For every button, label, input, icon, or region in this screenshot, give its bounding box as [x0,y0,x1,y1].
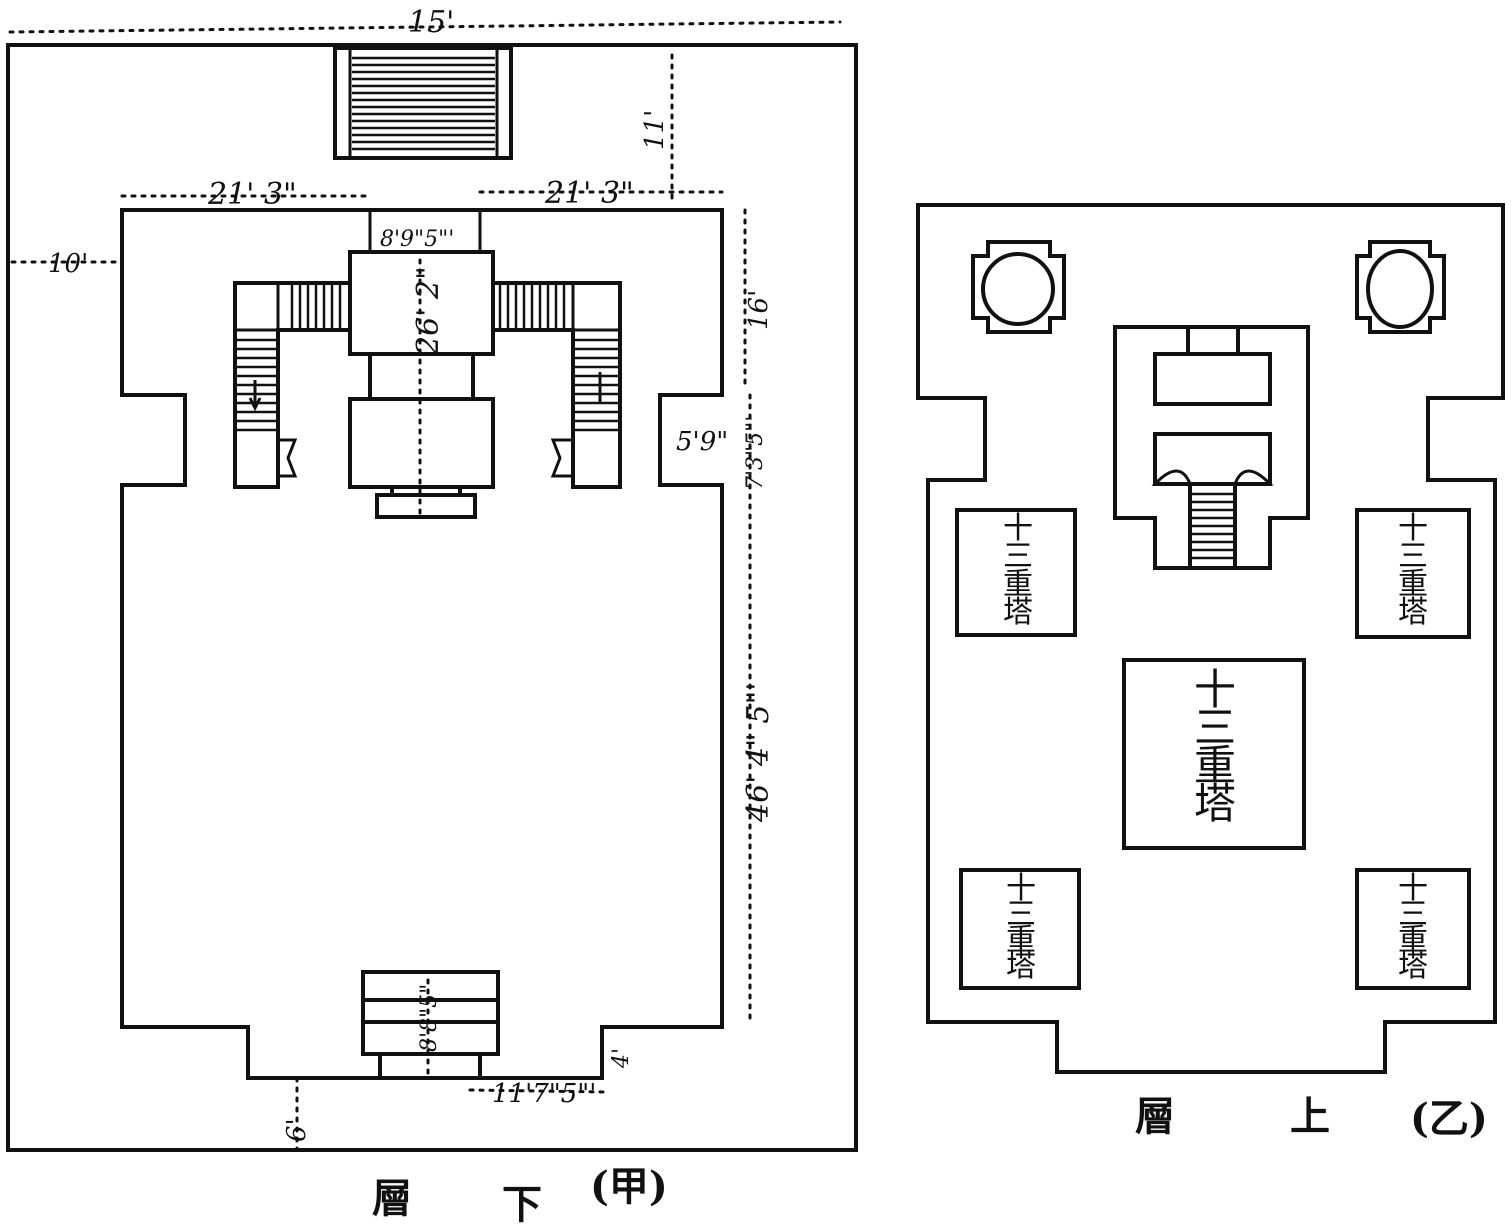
pagoda-char: 十 [1006,871,1036,906]
dim-top-width: 15' [408,5,454,40]
upper-central-shrine [1113,325,1310,570]
pagoda-box-bottom-left: 十 三 重 塔 [959,868,1081,990]
dim-bottom-margin: 6' [282,1118,312,1142]
pagoda-char: 重 [1006,923,1036,958]
pagoda-big-char: 三 [1194,703,1236,752]
dim-right-margin: 16' [744,290,774,330]
upper-caption-tag: (乙) [1410,1095,1488,1142]
left-l-staircase [233,281,352,489]
column-base-left [971,240,1066,334]
dim-bottom-width: 11'7"5"' [492,1079,596,1109]
pagoda-char: 三 [1398,897,1428,932]
right-l-staircase [491,281,622,489]
lower-caption-char-2: 下 [502,1181,542,1228]
pagoda-big-char: 重 [1194,741,1236,790]
dim-bottom-gap: 4' [609,1048,634,1069]
pagoda-char: 塔 [1003,595,1033,630]
upper-caption-char-1: 層 [1135,1093,1175,1140]
pagoda-char: 塔 [1006,949,1036,984]
dim-altar-depth: 26' 2" [411,266,446,356]
pagoda-box-bottom-right: 十 三 重 塔 [1355,868,1471,990]
upper-floor-plan: 十 三 重 塔 十 三 重 塔 十 三 重 塔 十 三 重 塔 [916,203,1505,1142]
lower-dimension-lines [8,20,842,1152]
dim-stair-depth: 11' [640,110,670,150]
dim-wing-width: 5'9" [676,427,728,457]
pagoda-char: 十 [1398,871,1428,906]
dim-hall-depth: 46' 4" 5"' [741,682,776,823]
dim-wing-depth: 7'3"5"' [743,416,768,490]
pagoda-char: 三 [1398,539,1428,574]
pagoda-char: 重 [1398,567,1428,602]
pagoda-box-top-right: 十 三 重 塔 [1355,508,1471,639]
pagoda-box-center: 十 三 重 塔 [1122,658,1306,850]
lower-inner-hall [120,208,724,1080]
pagoda-char: 重 [1003,567,1033,602]
pagoda-char: 三 [1003,539,1033,574]
pagoda-char: 十 [1003,511,1033,546]
upper-outer-platform [916,203,1505,1074]
dim-altar-width: 8'9"5"' [380,227,454,252]
lower-outer-platform [6,43,858,1152]
dim-left-span: 21' 3" [207,177,297,212]
pagoda-box-top-left: 十 三 重 塔 [955,508,1077,637]
dim-right-span: 21' 3" [544,176,634,211]
pagoda-char: 塔 [1398,595,1428,630]
upper-caption-char-2: 上 [1290,1093,1330,1140]
lower-caption-tag: (甲) [590,1163,668,1210]
dim-bottom-step: 8'8"5" [417,984,442,1052]
pagoda-big-char: 塔 [1194,779,1236,828]
pagoda-char: 塔 [1398,949,1428,984]
column-base-right [1355,240,1446,334]
pagoda-char: 十 [1398,511,1428,546]
bottom-steps [361,970,500,1080]
lower-floor-plan: 15' 11' 21' 3" 21' 3" 10' 8'9"5"' 26' 2"… [6,5,858,1228]
pagoda-char: 三 [1006,897,1036,932]
top-staircase [333,46,513,160]
lower-caption-char-1: 層 [372,1175,412,1222]
pagoda-char: 重 [1398,923,1428,958]
dim-left-margin: 10' [48,249,88,279]
pagoda-big-char: 十 [1194,665,1236,714]
